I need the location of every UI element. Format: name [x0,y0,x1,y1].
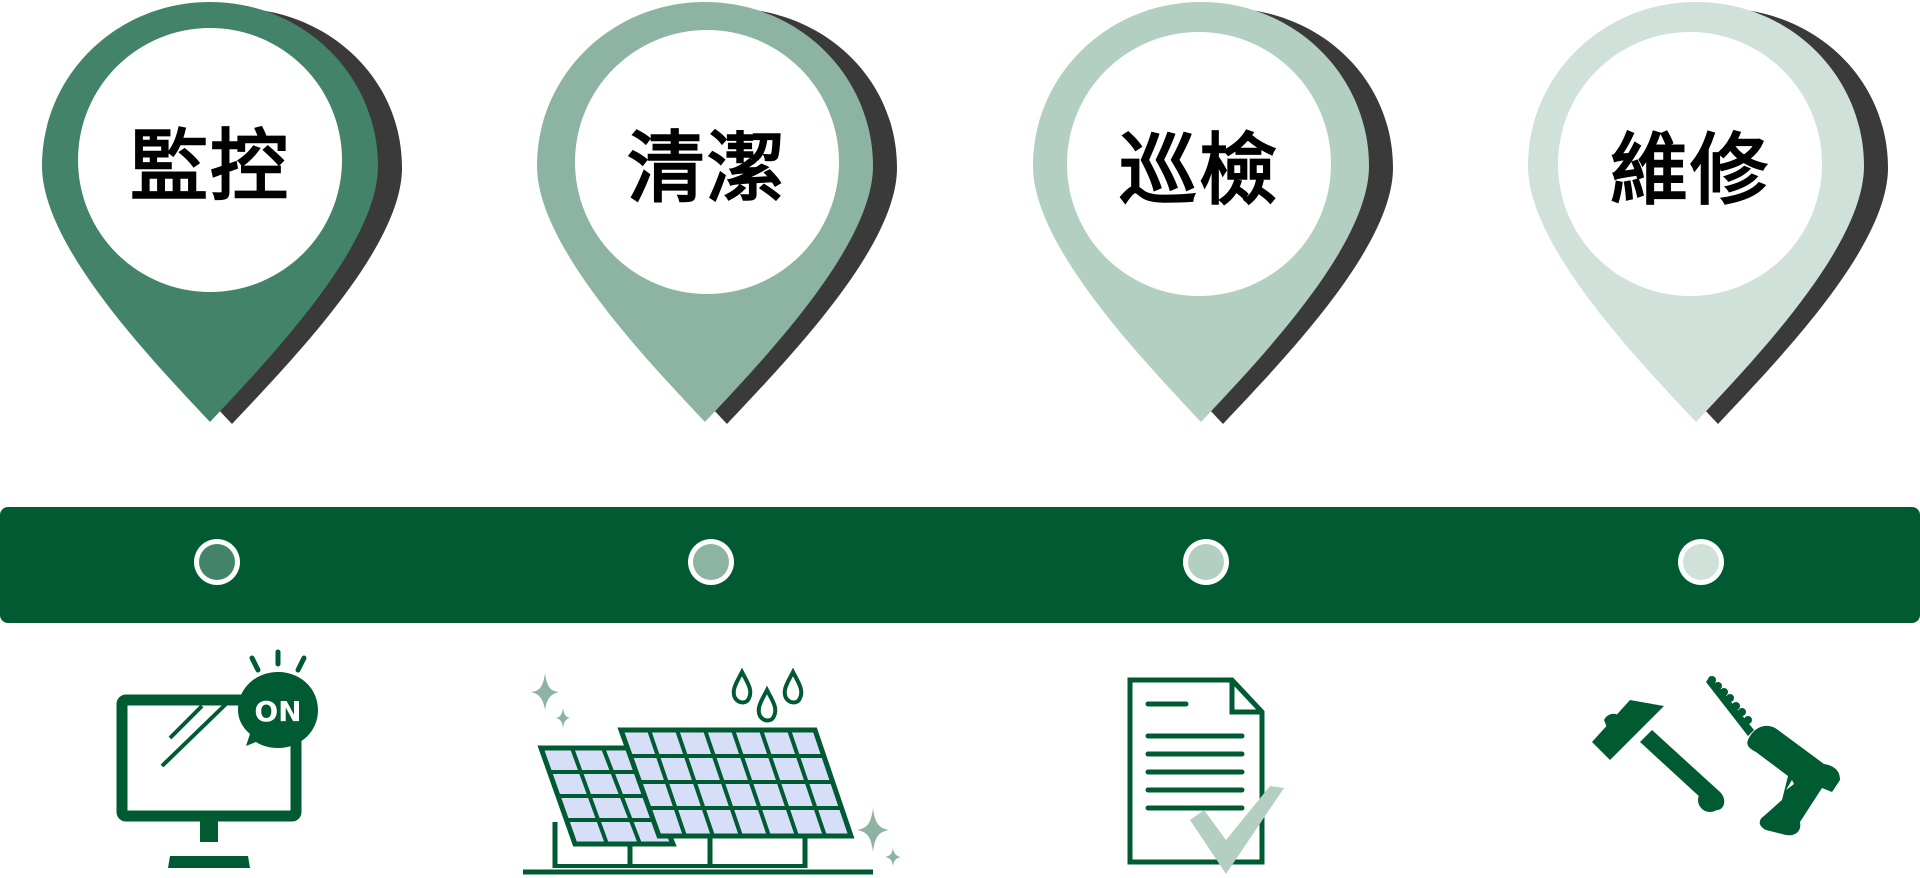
step-label: 清潔 [626,124,787,214]
timeline-bar [0,507,1920,623]
solar-panel-cleaning-icon [523,668,901,875]
pin-marker-shape [42,2,402,424]
timeline-dot-2 [688,539,734,585]
on-badge-text: ON [254,695,301,728]
pin-marker-shape [1033,2,1393,424]
timeline-dot-4 [1678,539,1724,585]
repair-tools-icon [1592,676,1840,836]
pin-marker-shape [1528,2,1888,424]
step-pin-monitoring: 監控 [40,0,402,430]
pin-marker-shape [537,2,897,424]
step-label: 巡檢 [1118,126,1279,216]
timeline-dot-1 [194,539,240,585]
step-pin-repair: 維修 [1526,0,1888,430]
step-pin-inspection: 巡檢 [1031,0,1393,430]
step-label: 監控 [129,122,290,212]
monitor-on-icon: ON [116,649,318,868]
step-label: 維修 [1609,126,1770,216]
step-pin-cleaning: 清潔 [535,0,897,430]
inspection-checklist-icon [1127,677,1284,874]
timeline-dot-3 [1183,539,1229,585]
